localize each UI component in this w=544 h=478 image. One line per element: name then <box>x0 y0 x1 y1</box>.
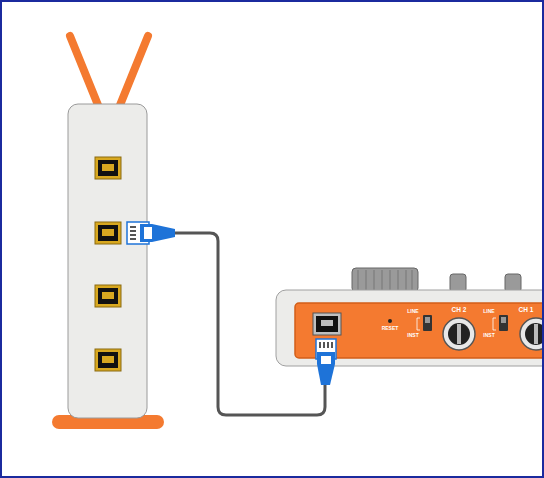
router-body <box>68 104 147 418</box>
switch-label: LINE <box>483 309 494 314</box>
switch-label: LINE <box>407 309 418 314</box>
switch-label: INST <box>407 333 418 338</box>
volume-knob <box>352 268 418 292</box>
switch-label: INST <box>483 333 494 338</box>
antenna <box>118 36 148 110</box>
ethernet-ports <box>95 157 121 371</box>
line-inst-switch <box>493 315 508 331</box>
channel-label: CH 2 <box>452 307 467 314</box>
button-label: RESET <box>382 326 399 331</box>
ethernet-port <box>313 313 341 335</box>
rj45-plug <box>316 339 336 385</box>
audio-interface-body <box>276 290 542 366</box>
reset-hole <box>388 319 392 323</box>
channel-label: CH 1 <box>519 307 534 314</box>
rear-panel <box>295 303 542 358</box>
gain-knob <box>505 274 521 292</box>
combo-jack <box>443 318 475 350</box>
rj45-plug <box>127 222 175 244</box>
line-inst-switch <box>417 315 432 331</box>
combo-jack <box>520 318 542 350</box>
antenna <box>70 36 100 110</box>
gain-knob <box>450 274 466 292</box>
